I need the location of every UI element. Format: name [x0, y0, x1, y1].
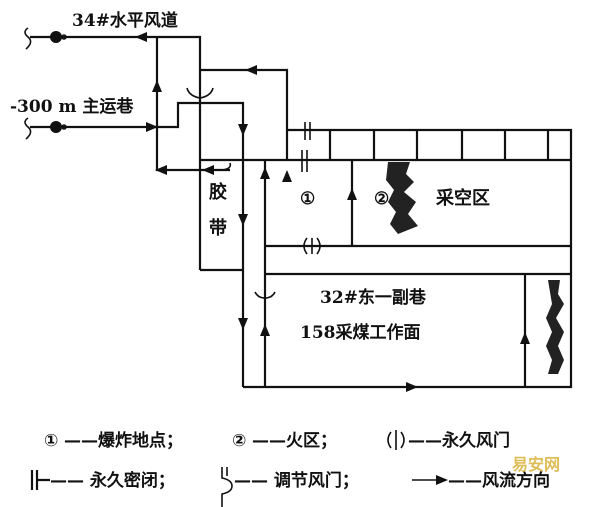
- legend-text-regulator: —— 调节风门；: [234, 470, 359, 491]
- fan-icon: [50, 121, 62, 133]
- main-road-label: -300 m 主运巷: [10, 96, 134, 117]
- seal-icon: [304, 122, 311, 140]
- legend-text-airflow: ——风流方向: [448, 470, 550, 491]
- seals: [301, 122, 321, 255]
- face-label: 158采煤工作面: [300, 322, 421, 343]
- break-symbol: [24, 27, 32, 50]
- regulators: [186, 87, 276, 299]
- arrow-icon: [436, 475, 448, 485]
- break-symbol: [24, 117, 32, 140]
- fire-zone-icon: [386, 162, 418, 234]
- regulator-icon: [186, 87, 214, 99]
- belt-label-2: 带: [209, 218, 227, 239]
- fan-icons: [50, 31, 67, 133]
- airway-34-line: [30, 35, 202, 270]
- airways: [24, 27, 573, 389]
- fire-zones: [386, 162, 564, 374]
- legend-symbol-1: ①: [44, 431, 58, 451]
- main-road-line: [30, 101, 245, 387]
- fan-icon: [50, 31, 62, 43]
- fire-zone-icon: [546, 280, 564, 374]
- legend-text-explosion: ——爆炸地点；: [64, 430, 183, 451]
- permanent-door-icon: [387, 430, 405, 450]
- sub-road-label: 32#东一副巷: [320, 287, 427, 308]
- regulator-icon: [254, 291, 276, 299]
- regulator-icon: [221, 162, 232, 171]
- airway-34-label: 34#水平风道: [72, 10, 178, 31]
- goaf-label: 采空区: [435, 187, 490, 209]
- permanent-seal-icon: [30, 470, 50, 490]
- watermark: 易安网: [512, 455, 560, 474]
- legend-text-door: ——永久风门: [408, 430, 510, 451]
- seal-icon: [301, 150, 308, 172]
- regulator-icon: [221, 467, 233, 507]
- explosion-point-label: ①: [300, 189, 315, 209]
- belt-label-1: 胶: [209, 181, 227, 203]
- legend: ① ——爆炸地点； ② ——火区； ——永久风门 —— 永久密闭； —— 调节风…: [30, 430, 550, 507]
- legend-text-fire: ——火区；: [252, 431, 337, 451]
- labels: 34#水平风道 -300 m 主运巷 胶 带 ① ② 采空区 32#东一副巷 1…: [10, 10, 490, 343]
- fire-zone-label: ②: [374, 189, 389, 209]
- legend-text-seal: —— 永久密闭；: [50, 470, 175, 491]
- door-icon: [303, 237, 321, 255]
- legend-symbol-2: ②: [232, 431, 246, 451]
